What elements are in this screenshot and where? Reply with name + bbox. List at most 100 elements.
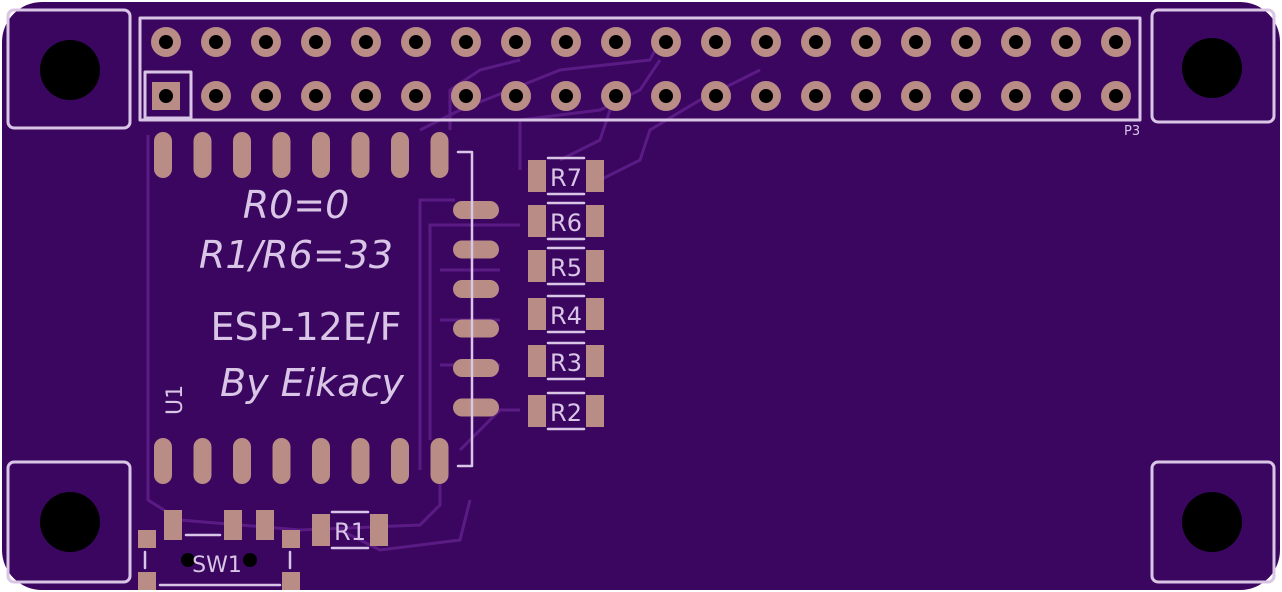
header-pin-hole — [859, 89, 873, 103]
module-pad-bottom — [154, 438, 172, 484]
corner-outlines — [6, 8, 1276, 584]
header-pin-hole — [959, 89, 973, 103]
resistor-label: R1 — [334, 518, 366, 546]
module-pad-side — [453, 280, 499, 298]
module-label: U1 — [163, 385, 188, 415]
pin1-marker — [143, 70, 193, 120]
switch-pad — [138, 530, 156, 548]
header-pin-hole — [1109, 89, 1123, 103]
header-pin-hole — [809, 35, 823, 49]
header-pin-hole — [809, 89, 823, 103]
header-pin-hole — [509, 35, 523, 49]
resistor-pad — [528, 298, 546, 330]
resistor-label: R7 — [550, 164, 582, 192]
header-pin-hole — [1059, 35, 1073, 49]
note-author: By Eikacy — [220, 361, 404, 405]
header-pin-hole — [209, 35, 223, 49]
resistor-pad — [528, 160, 546, 192]
resistor-label: R6 — [550, 209, 582, 237]
header-pin-hole — [609, 89, 623, 103]
header-pin-hole — [909, 89, 923, 103]
switch-pad — [256, 510, 274, 540]
module-pad-bottom — [272, 438, 291, 484]
switch-sw1: SW1 — [138, 510, 300, 590]
header-pin-hole — [459, 35, 473, 49]
header-pin-hole — [709, 35, 723, 49]
resistor-pad — [586, 205, 604, 237]
header-pin-hole — [1109, 35, 1123, 49]
resistor-r1: R1 — [312, 510, 388, 550]
module-pad-bottom — [233, 438, 251, 484]
resistor-label: R4 — [550, 302, 582, 330]
header-pin-hole — [409, 89, 423, 103]
header-pin-hole — [259, 35, 273, 49]
header-pin-hole — [1009, 89, 1023, 103]
module-pad-bottom — [430, 438, 449, 484]
module-outline — [456, 150, 474, 468]
switch-pad — [164, 510, 182, 540]
header-pin-hole — [359, 35, 373, 49]
header-pin-hole — [559, 35, 573, 49]
header-pin-hole — [909, 35, 923, 49]
module-pad-top — [312, 132, 330, 178]
header-pin-hole — [1059, 89, 1073, 103]
resistor-pad — [586, 395, 604, 427]
header-pin-hole — [959, 35, 973, 49]
switch-label: SW1 — [192, 553, 242, 578]
header-pin-hole — [409, 35, 423, 49]
resistor-pad — [586, 298, 604, 330]
mounting-hole — [40, 40, 100, 100]
header-pin-hole — [759, 35, 773, 49]
header-pin-hole — [459, 89, 473, 103]
header-pin-hole — [709, 89, 723, 103]
resistor-label: R3 — [550, 349, 582, 377]
module-pad-side — [453, 240, 499, 259]
mounting-hole — [40, 492, 100, 552]
header-pin-hole — [359, 89, 373, 103]
module-pad-top — [272, 132, 291, 178]
module-pins — [154, 132, 499, 484]
header-pin-hole — [309, 35, 323, 49]
module-pad-top — [391, 132, 409, 178]
switch-pad — [282, 530, 300, 548]
module-pad-bottom — [391, 438, 409, 484]
resistor-pad — [528, 205, 546, 237]
resistor-r4: R4 — [528, 294, 604, 334]
module-pad-top — [351, 132, 370, 178]
resistor-pad — [586, 250, 604, 282]
silk-notes: R0=0 R1/R6=33 ESP-12E/F By Eikacy — [199, 183, 405, 405]
switch-hole — [181, 553, 195, 567]
module-pad-bottom — [312, 438, 330, 484]
resistor-r5: R5 — [528, 246, 604, 286]
module-pad-top — [233, 132, 251, 178]
module-pad-top — [193, 132, 212, 178]
resistor-pad — [528, 395, 546, 427]
header-pin-hole — [659, 35, 673, 49]
header-pin-hole — [509, 89, 523, 103]
header-pin-hole — [759, 89, 773, 103]
header-pin-hole — [859, 35, 873, 49]
header-pin-hole — [659, 89, 673, 103]
header-pin-hole — [259, 89, 273, 103]
mount-outline-bottom-right — [1150, 460, 1276, 584]
header-pin-hole — [1009, 35, 1023, 49]
resistor-pad — [528, 345, 546, 377]
resistor-label: R5 — [550, 254, 582, 282]
switch-pad — [224, 510, 242, 540]
resistor-pad — [528, 250, 546, 282]
switch-pad — [138, 572, 156, 590]
resistor-pad — [312, 514, 330, 546]
switch-hole — [243, 553, 257, 567]
header-pin-hole — [309, 89, 323, 103]
module-pad-top — [154, 132, 172, 178]
mounting-hole — [1182, 492, 1242, 552]
header-pin-hole — [559, 89, 573, 103]
resistor-label: R2 — [550, 399, 582, 427]
resistor-pad — [586, 160, 604, 192]
resistor-r6: R6 — [528, 201, 604, 241]
note-module: ESP-12E/F — [211, 305, 402, 349]
header-outline — [138, 16, 1142, 122]
resistor-r3: R3 — [528, 341, 604, 381]
